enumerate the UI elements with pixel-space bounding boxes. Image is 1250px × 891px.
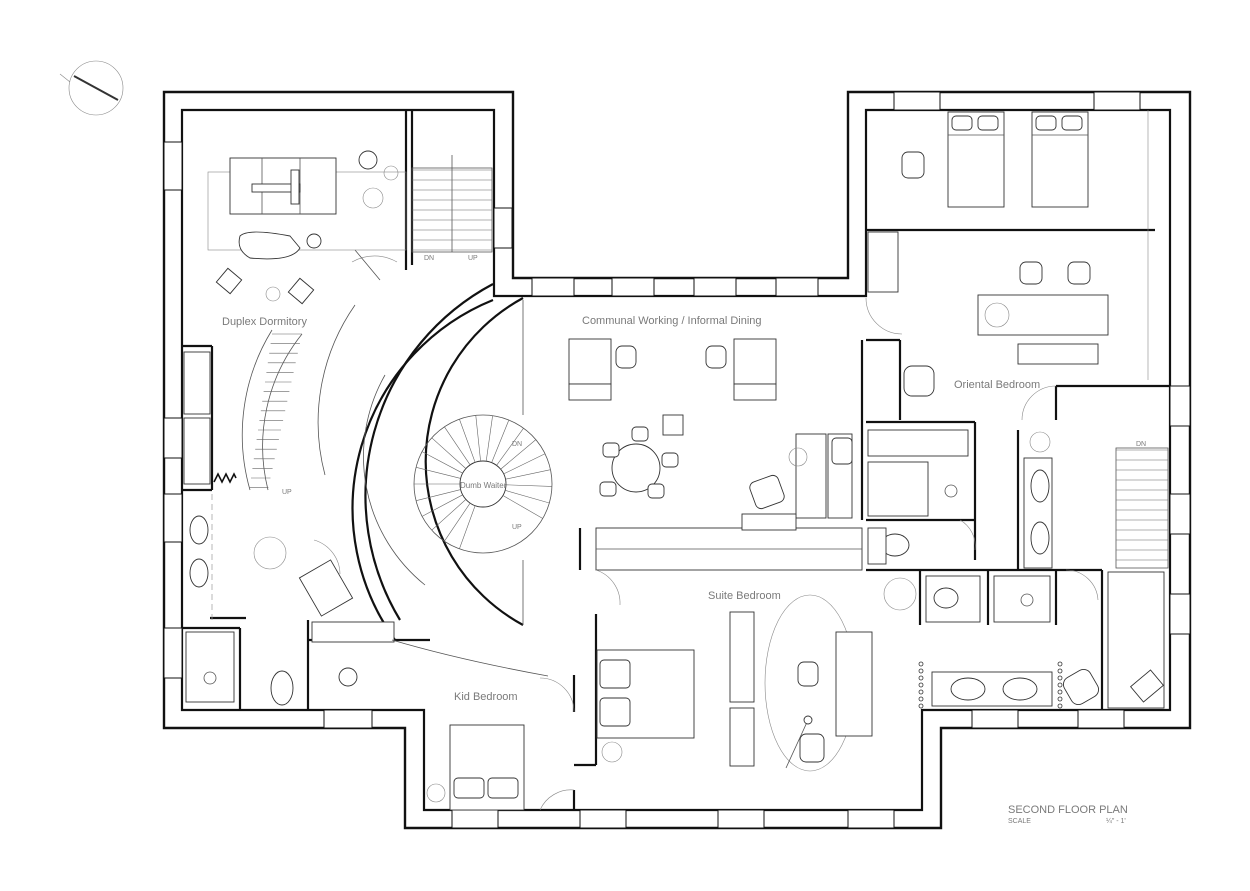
- stair-marks: DN UP UP DN UP DN: [282, 255, 1146, 531]
- planter-dot: [1057, 689, 1063, 695]
- planter-dot: [1057, 661, 1063, 667]
- stair-tread: [431, 499, 467, 531]
- title-block: SECOND FLOOR PLAN SCALE ¼" - 1': [1008, 804, 1128, 825]
- stair-tread: [415, 489, 461, 501]
- stair-tread: [421, 494, 463, 517]
- planter-dot: [1057, 682, 1063, 688]
- stair-tread: [415, 467, 461, 479]
- planter-dot: [918, 689, 924, 695]
- suite-bedroom-furniture: [596, 594, 873, 772]
- interior-walls: [182, 110, 1170, 810]
- curved-gallery: [317, 283, 524, 641]
- plan-title: SECOND FLOOR PLAN: [1008, 804, 1128, 816]
- bath-fixtures: [883, 571, 1165, 709]
- doors: [210, 249, 1099, 811]
- stair-right: [1115, 447, 1169, 569]
- communal-furniture: [568, 338, 853, 531]
- stair-top-left: [411, 155, 493, 253]
- planter-dot: [918, 668, 924, 674]
- planter-dot: [918, 696, 924, 702]
- room-label-suite-bedroom: Suite Bedroom: [708, 590, 781, 602]
- planter-dot: [1057, 703, 1063, 709]
- stair-mark-up-spiral: UP: [512, 524, 522, 531]
- stair-tread: [496, 428, 524, 466]
- scale-label: SCALE: [1008, 818, 1031, 825]
- stair-tread: [431, 437, 467, 469]
- curved-stair-dormitory: [241, 329, 303, 491]
- stair-tread: [491, 419, 510, 463]
- windows: [163, 91, 1191, 829]
- room-label-dumb-waiter: Dumb Waiter: [460, 481, 507, 490]
- stair-tread: [500, 439, 537, 470]
- stair-tread: [459, 505, 476, 549]
- planter-dot: [918, 661, 924, 667]
- stair-tread: [503, 453, 546, 475]
- planter-dot: [1057, 675, 1063, 681]
- stair-tread: [502, 495, 543, 519]
- room-label-oriental-bedroom: Oriental Bedroom: [954, 379, 1040, 391]
- stair-tread: [444, 426, 471, 466]
- stair-tread: [505, 484, 552, 487]
- stair-tread: [459, 419, 476, 463]
- planter-dot: [918, 682, 924, 688]
- planter-dot: [918, 703, 924, 709]
- stair-tread: [485, 415, 493, 462]
- room-label-duplex-dormitory: Duplex Dormitory: [222, 316, 307, 328]
- stair-mark-up-dormitory: UP: [282, 489, 292, 496]
- scale-value: ¼" - 1': [1106, 818, 1126, 825]
- kid-bedroom-furniture: [338, 639, 549, 811]
- stair-mark-up-left: UP: [468, 255, 478, 262]
- stair-tread: [444, 502, 471, 542]
- planter-dot: [918, 675, 924, 681]
- room-labels: Duplex Dormitory Communal Working / Info…: [222, 315, 1040, 703]
- stair-tread: [421, 451, 463, 474]
- planter-dot: [1057, 668, 1063, 674]
- stair-mark-dn-right: DN: [1136, 441, 1146, 448]
- stair-tread: [475, 415, 481, 462]
- planter-dot: [1057, 696, 1063, 702]
- dormitory-furniture: [183, 150, 407, 706]
- spiral-stair: [413, 414, 553, 554]
- north-arrow-icon: [59, 60, 124, 116]
- oriental-bedroom-furniture: [867, 110, 1149, 569]
- stair-mark-dn-left: DN: [424, 255, 434, 262]
- room-label-kid-bedroom: Kid Bedroom: [454, 691, 518, 703]
- room-label-communal: Communal Working / Informal Dining: [582, 315, 762, 327]
- stair-tread: [505, 490, 550, 504]
- stair-mark-dn-spiral: DN: [512, 441, 522, 448]
- stair-tread: [505, 469, 551, 480]
